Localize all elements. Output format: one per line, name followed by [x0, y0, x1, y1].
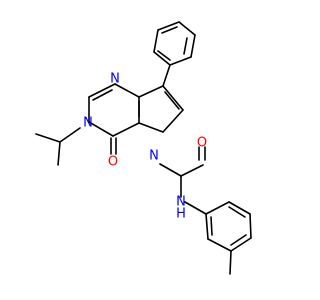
nh-amide: N — [176, 195, 186, 210]
o-amide: O — [197, 136, 207, 151]
bond — [138, 85, 164, 98]
bond — [153, 29, 159, 53]
bond — [190, 34, 196, 58]
bond — [207, 238, 232, 252]
bond — [229, 250, 232, 275]
n-pyrrole: N — [149, 149, 159, 164]
bond — [153, 51, 171, 66]
bond — [162, 64, 171, 87]
bond — [178, 21, 196, 36]
bond — [161, 26, 178, 34]
bond — [159, 163, 182, 177]
bond — [249, 213, 252, 239]
bond — [228, 201, 251, 215]
bond — [169, 56, 192, 66]
bond — [114, 83, 140, 98]
bond — [112, 122, 140, 137]
bond — [210, 216, 213, 236]
bond — [157, 50, 171, 61]
bond — [205, 201, 230, 215]
bond — [35, 133, 61, 143]
h-amide: H — [176, 207, 186, 222]
bond — [88, 83, 116, 98]
n-pyrimidine-isopropyl: N — [83, 116, 93, 131]
bond — [138, 122, 164, 133]
bond — [230, 237, 252, 252]
bond — [228, 206, 246, 218]
o-ring-carbonyl: O — [108, 155, 118, 170]
bond — [88, 121, 114, 137]
n-pyrimidine-top: N — [110, 72, 120, 87]
bond — [180, 164, 204, 177]
molecule-canvas: N N N O O N H — [35, 21, 252, 275]
bond — [57, 141, 61, 166]
bond — [205, 213, 209, 240]
bond — [164, 91, 180, 110]
bonds — [35, 21, 252, 275]
bond — [59, 127, 81, 143]
bond — [230, 234, 247, 246]
bond — [184, 201, 207, 215]
bond — [92, 89, 113, 101]
bond — [183, 37, 188, 55]
molecule-structure: N N N O O N H — [35, 21, 252, 275]
bond — [162, 85, 184, 111]
bond — [157, 21, 180, 31]
bond — [162, 109, 184, 133]
